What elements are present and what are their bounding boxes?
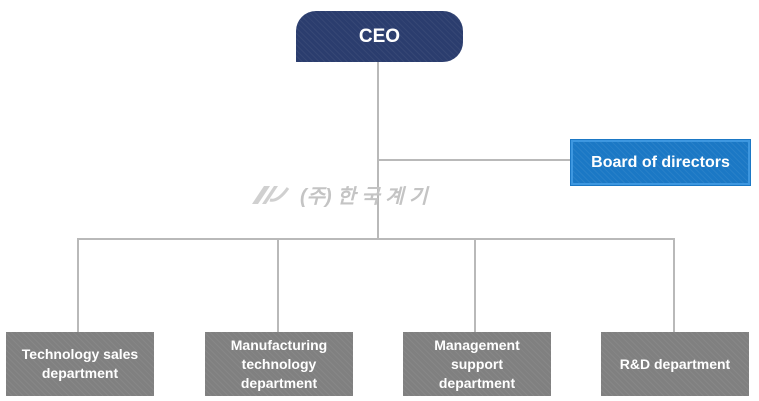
ceo-node: CEO [296, 11, 463, 62]
company-logo-icon [252, 186, 290, 204]
dept-label: Technology sales department [21, 346, 139, 381]
watermark-text: (주) 한 국 계 기 [300, 185, 428, 208]
dept-node-manufacturing-technology: Manufacturing technology department [205, 332, 353, 396]
connector-dept-bus [77, 238, 675, 240]
connector-dept-1 [77, 238, 79, 332]
connector-ceo-trunk [377, 62, 379, 239]
dept-node-management-support: Management support department [403, 332, 551, 396]
dept-label: Management support department [434, 336, 520, 391]
board-label: Board of directors [591, 153, 730, 171]
dept-label: R&D department [619, 355, 731, 372]
connector-board-branch [377, 159, 571, 161]
connector-dept-4 [673, 238, 675, 332]
board-of-directors-node: Board of directors [570, 139, 751, 186]
connector-dept-2 [277, 238, 279, 332]
ceo-label: CEO [358, 25, 401, 47]
dept-label: Manufacturing technology department [230, 336, 328, 391]
company-watermark: (주) 한 국 계 기 [248, 179, 428, 209]
dept-node-technology-sales: Technology sales department [6, 332, 154, 396]
connector-dept-3 [474, 238, 476, 332]
dept-node-rnd: R&D department [601, 332, 749, 396]
